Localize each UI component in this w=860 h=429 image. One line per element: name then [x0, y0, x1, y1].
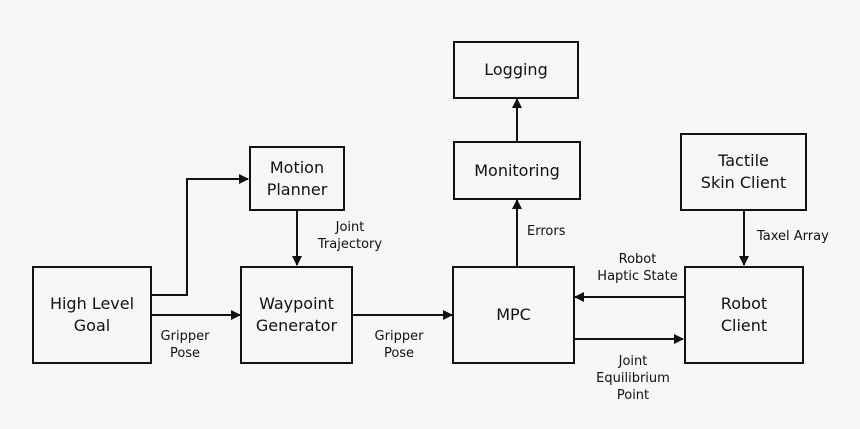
edge-label-gripper-pose-1: Gripper Pose	[160, 329, 210, 361]
motion-planner-box: Motion Planner	[249, 146, 345, 211]
monitoring-box: Monitoring	[453, 141, 581, 200]
robot-client-label: Robot Client	[720, 294, 768, 335]
monitoring-label: Monitoring	[474, 160, 560, 180]
mpc-box: MPC	[452, 266, 575, 364]
logging-box: Logging	[453, 41, 579, 99]
edge-label-joint-equilibrium-point: Joint Equilibrium Point	[596, 354, 670, 403]
edge-goal-to-motion-planner	[152, 174, 249, 296]
mpc-label: MPC	[496, 305, 531, 324]
motion-planner-label: Motion Planner	[266, 157, 328, 199]
edge-label-gripper-pose-2: Gripper Pose	[374, 329, 424, 361]
edge-label-robot-haptic-state: Robot Haptic State	[597, 252, 678, 284]
edge-label-joint-trajectory: Joint Trajectory	[317, 220, 383, 252]
edge-label-errors: Errors	[527, 224, 566, 239]
high-level-goal-label: High Level Goal	[49, 294, 135, 335]
logging-label: Logging	[484, 60, 548, 79]
edge-label-taxel-array: Taxel Array	[757, 229, 829, 244]
high-level-goal-box: High Level Goal	[32, 266, 152, 364]
waypoint-generator-box: Waypoint Generator	[240, 266, 353, 364]
waypoint-generator-label: Waypoint Generator	[255, 294, 338, 335]
robot-client-box: Robot Client	[684, 266, 804, 364]
tactile-skin-client-label: Tactile Skin Client	[700, 151, 787, 192]
tactile-skin-client-box: Tactile Skin Client	[680, 133, 807, 211]
